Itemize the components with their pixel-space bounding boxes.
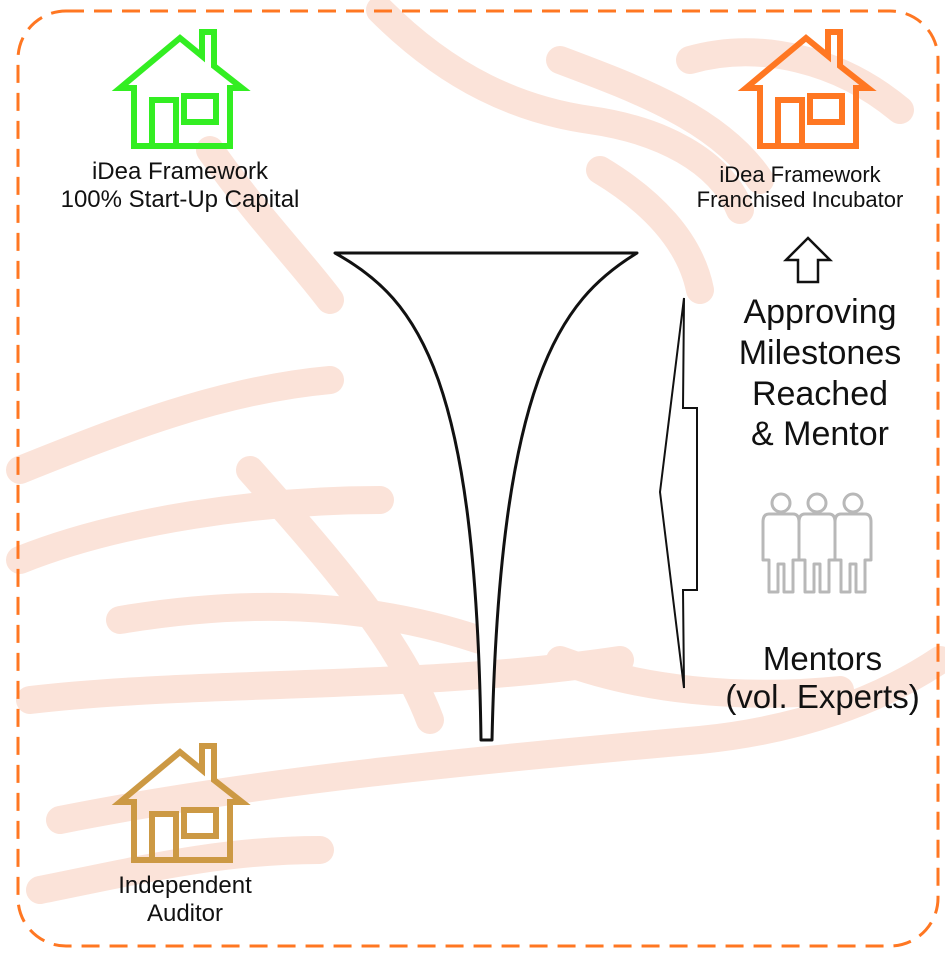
independent-auditor-house-icon — [111, 743, 251, 863]
startup-capital-title: iDea Framework — [91, 158, 269, 185]
startup-capital-label: iDea Framework 100% Start-Up Capital — [10, 158, 350, 213]
franchised-incubator-house-icon — [737, 29, 877, 149]
funnel-shape — [333, 251, 639, 742]
mentors-subtitle: (vol. Experts) — [725, 677, 920, 715]
independent-auditor-title: Independent — [118, 872, 252, 899]
mentors-label: Mentors (vol. Experts) — [700, 640, 945, 716]
franchised-incubator-label: iDea Framework Franchised Incubator — [650, 162, 945, 213]
mentors-title: Mentors — [762, 640, 883, 677]
startup-capital-house-icon — [111, 29, 251, 149]
franchised-incubator-subtitle: Franchised Incubator — [696, 187, 904, 213]
mentor-people-icon — [761, 492, 873, 594]
approval-label: Approving Milestones Reached & Mentor — [700, 292, 940, 455]
franchised-incubator-title: iDea Framework — [719, 162, 881, 187]
curly-brace — [658, 297, 698, 689]
approval-line: & Mentor — [751, 415, 889, 454]
approval-line: Reached — [751, 374, 889, 413]
dashed-border — [16, 9, 940, 948]
approval-line: Approving — [743, 293, 897, 331]
up-arrow-icon — [782, 236, 834, 284]
startup-capital-subtitle: 100% Start-Up Capital — [60, 185, 300, 213]
independent-auditor-label: Independent Auditor — [80, 872, 290, 927]
approval-line: Milestones — [738, 333, 902, 372]
thumbs-up-watermark — [6, 0, 945, 904]
independent-auditor-subtitle: Auditor — [146, 899, 224, 927]
